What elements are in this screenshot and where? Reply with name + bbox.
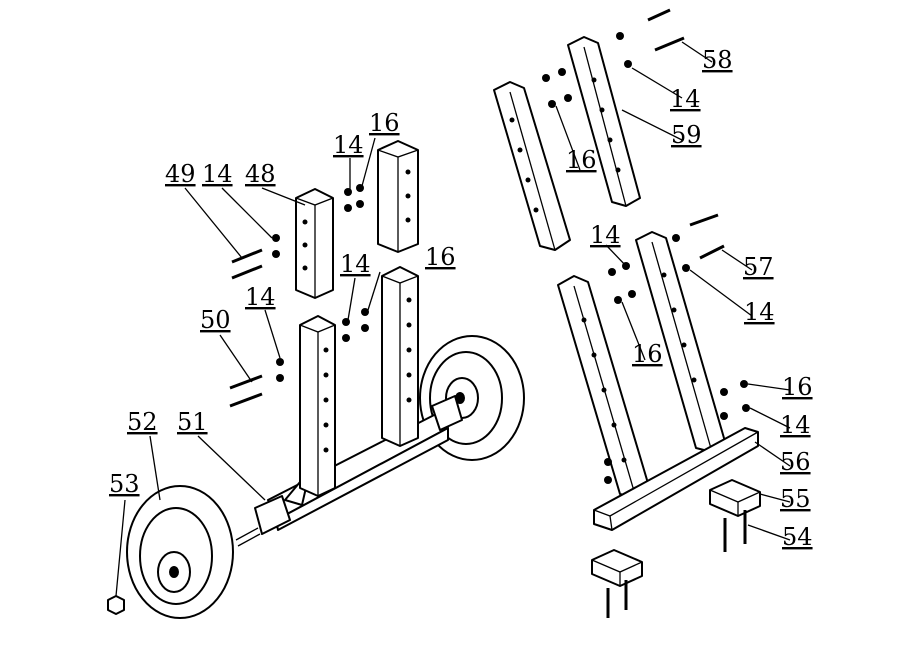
callout-14: 14 (245, 283, 276, 311)
callout-14: 14 (780, 411, 811, 439)
axle-frame-51 (235, 395, 463, 547)
callout-53: 53 (109, 470, 140, 498)
extension-tube-48-left (295, 188, 334, 299)
leader-lines-left (115, 137, 381, 597)
callout-14: 14 (744, 298, 775, 326)
callout-16: 16 (369, 109, 400, 137)
washers-left (272, 184, 369, 382)
callout-52: 52 (127, 408, 158, 436)
foot-block-lower (591, 549, 643, 587)
callout-54: 54 (782, 523, 813, 551)
washers-right (542, 32, 750, 484)
callout-16: 16 (566, 146, 597, 174)
callout-57: 57 (743, 253, 774, 281)
callout-58: 58 (702, 46, 733, 74)
callout-50: 50 (200, 306, 231, 334)
bolts-49 (231, 248, 263, 280)
callout-56: 56 (780, 448, 811, 476)
lower-tube-left (557, 275, 651, 499)
callout-14: 14 (202, 160, 233, 188)
callout-16: 16 (425, 243, 456, 271)
foot-block-55 (709, 479, 761, 517)
upright-tube-right (381, 266, 419, 447)
callout-14: 14 (590, 221, 621, 249)
callout-16: 16 (632, 340, 663, 368)
callout-14: 14 (670, 85, 701, 113)
bolts-50 (229, 374, 263, 408)
wheel-left-52 (126, 485, 234, 619)
upper-tube-59-right (567, 36, 641, 207)
right-stand-assembly (493, 8, 791, 618)
callout-16: 16 (782, 373, 813, 401)
base-frame-56 (593, 427, 759, 531)
callout-14: 14 (333, 131, 364, 159)
bolts-57-58 (647, 8, 725, 260)
callout-59: 59 (671, 121, 702, 149)
left-cart-assembly (107, 137, 525, 619)
upper-tube-59-left (493, 81, 571, 251)
callout-49: 49 (165, 160, 196, 188)
extension-tube-48-right (377, 140, 419, 253)
nut-53 (107, 595, 125, 615)
upright-tube-left (299, 315, 336, 497)
bolts-54 (606, 510, 747, 618)
leader-lines-right (555, 41, 791, 541)
callout-labels: 49 14 48 14 16 16 14 14 50 52 51 53 58 1… (109, 46, 813, 551)
callout-48: 48 (245, 160, 276, 188)
callout-55: 55 (780, 485, 811, 513)
callout-14: 14 (340, 250, 371, 278)
callout-51: 51 (177, 408, 208, 436)
